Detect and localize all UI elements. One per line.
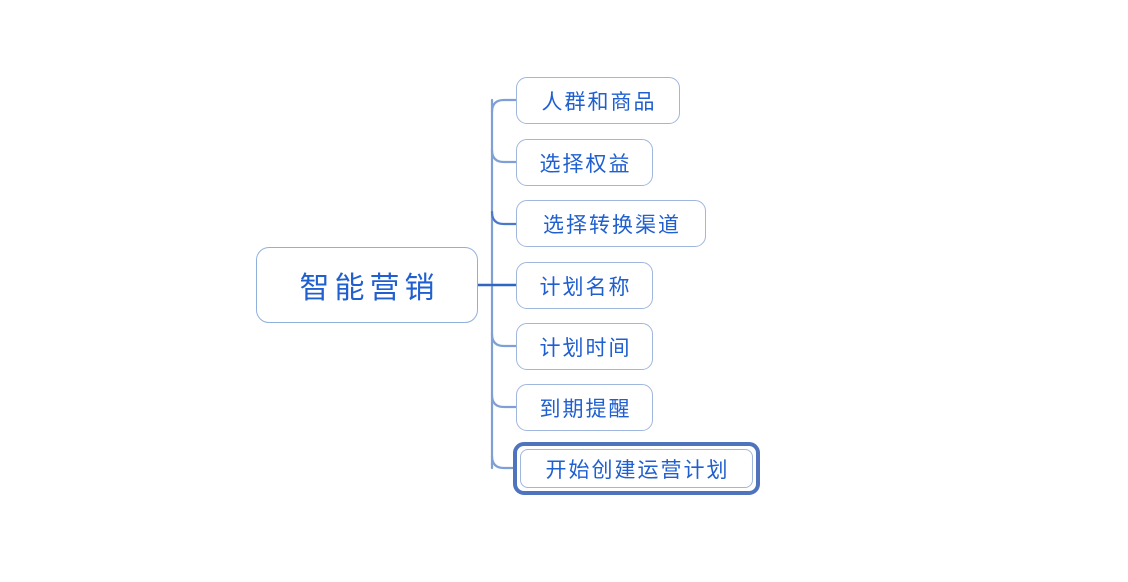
child-node-label: 人群和商品	[541, 89, 657, 114]
child-node-label: 选择权益	[539, 151, 632, 176]
child-node-label: 到期提醒	[539, 396, 632, 421]
child-node-6[interactable]: 到期提醒	[516, 384, 653, 431]
child-node-label: 计划时间	[539, 335, 632, 360]
child-node-7[interactable]: 开始创建运营计划	[520, 449, 753, 488]
child-node-label: 开始创建运营计划	[545, 457, 730, 482]
child-node-label: 选择转换渠道	[543, 212, 681, 237]
child-node-label: 计划名称	[539, 274, 632, 299]
child-node-3[interactable]: 选择转换渠道	[516, 200, 706, 247]
root-node-label: 智能营销	[299, 271, 440, 306]
child-node-7-selection-frame[interactable]: 开始创建运营计划	[513, 442, 760, 495]
root-node[interactable]: 智能营销	[256, 247, 478, 323]
child-node-5[interactable]: 计划时间	[516, 323, 653, 370]
child-node-2[interactable]: 选择权益	[516, 139, 653, 186]
child-node-1[interactable]: 人群和商品	[516, 77, 680, 124]
child-node-4[interactable]: 计划名称	[516, 262, 653, 309]
